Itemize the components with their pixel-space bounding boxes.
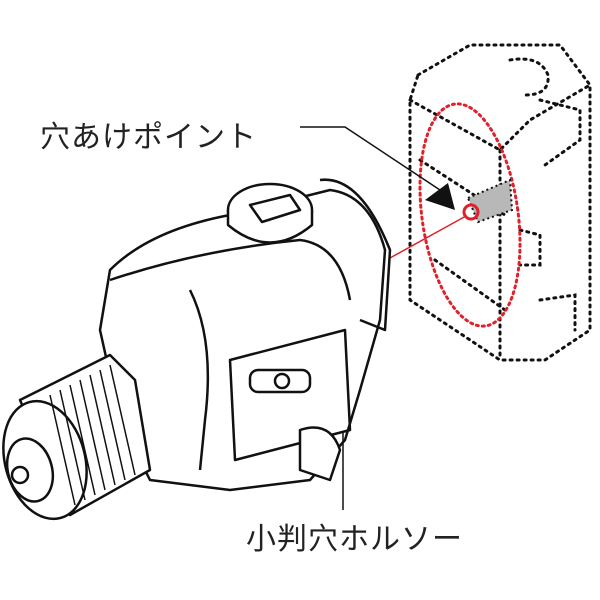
drill-point-icon (462, 203, 480, 221)
laser-line (389, 215, 467, 259)
hole-shade (466, 178, 514, 224)
hole-saw-tool (2, 178, 392, 521)
cut-outline (418, 102, 522, 328)
arrow-head-icon (425, 183, 455, 210)
drilling-point-label: 穴あけポイント (40, 120, 257, 155)
outlet-box (408, 43, 592, 362)
ring-knurl (49, 364, 136, 506)
leader-line-point (300, 126, 441, 191)
hole-saw-label: 小判穴ホルソー (246, 522, 463, 557)
